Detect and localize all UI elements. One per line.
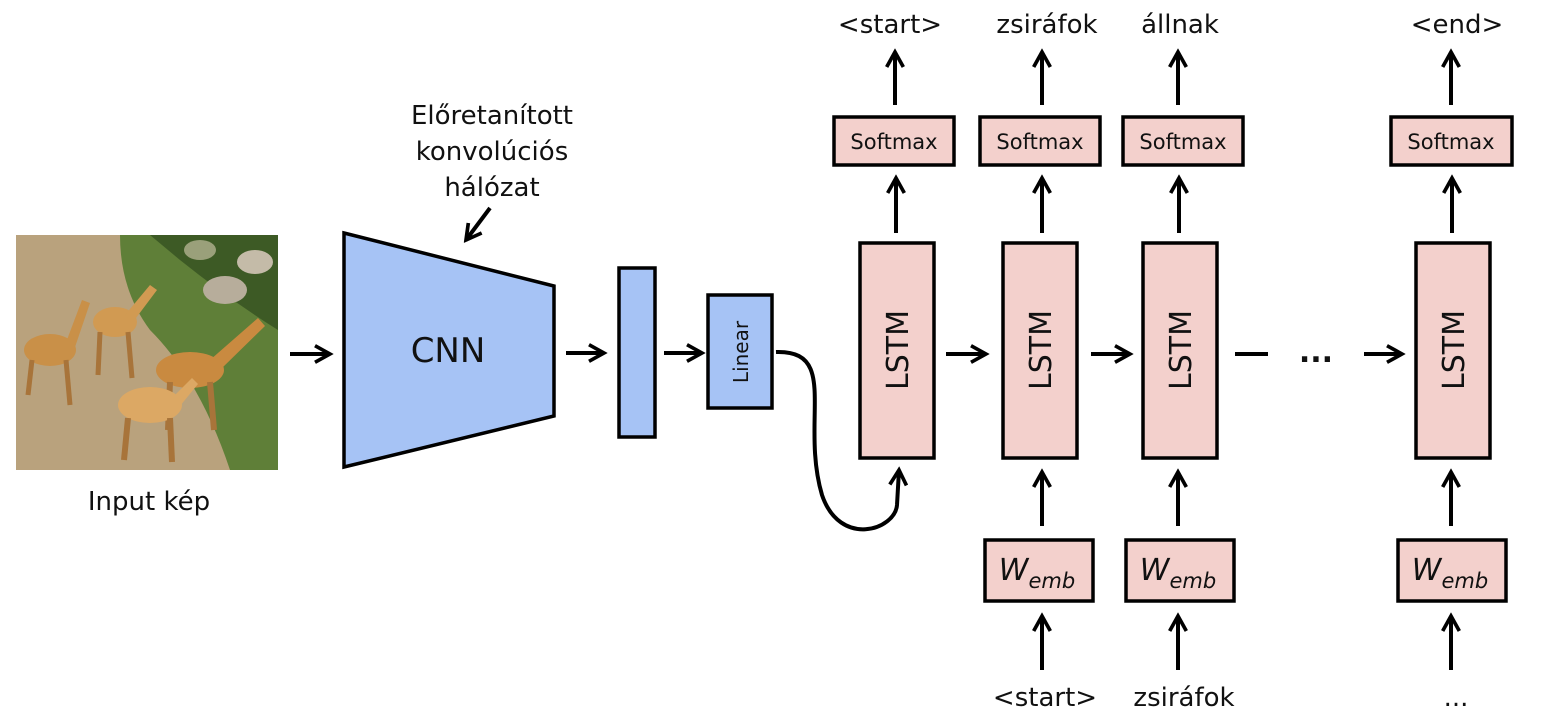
step-column-1: <start> Softmax LSTM — [832, 10, 956, 460]
wemb-block-4 — [1396, 538, 1508, 603]
linear-label: Linear — [729, 320, 753, 383]
input-token-4: ... — [1444, 683, 1469, 713]
input-token-2: <start> — [993, 683, 1097, 713]
wemb-block-2 — [983, 538, 1095, 603]
lstm-block-4 — [1414, 241, 1492, 460]
softmax-block-1 — [832, 115, 956, 167]
cnn-label: CNN — [411, 331, 486, 371]
pretrained-label-line1: Előretanított — [411, 101, 573, 131]
lstm-label-3: LSTM — [1164, 310, 1199, 390]
softmax-label-1: Softmax — [850, 130, 937, 154]
softmax-block-2 — [978, 115, 1102, 167]
wemb-label-3: Wemb — [1140, 553, 1216, 593]
linear-block: Linear — [706, 293, 774, 410]
lstm-block-3 — [1141, 241, 1219, 460]
softmax-label-2: Softmax — [996, 130, 1083, 154]
arrow-linear-to-lstm1 — [775, 349, 899, 532]
step-column-4: <end> Softmax LSTM Wemb ... — [1389, 10, 1514, 713]
output-token-2: zsiráfok — [996, 10, 1097, 40]
softmax-block-3 — [1121, 115, 1245, 167]
output-token-3: állnak — [1141, 10, 1219, 40]
lstm-block-2 — [1001, 241, 1079, 460]
input-image — [16, 235, 278, 470]
softmax-label-4: Softmax — [1407, 130, 1494, 154]
output-token-1: <start> — [838, 10, 942, 40]
softmax-block-4 — [1389, 115, 1514, 167]
cnn-block: CNN — [342, 230, 556, 470]
softmax-label-3: Softmax — [1139, 130, 1226, 154]
step-column-2: zsiráfok Softmax LSTM Wemb <start> — [978, 10, 1102, 713]
lstm-label-4: LSTM — [1437, 310, 1472, 390]
feature-vector — [617, 266, 657, 439]
output-token-4: <end> — [1411, 10, 1504, 40]
wemb-label-2: Wemb — [999, 553, 1075, 593]
pretrained-label-line3: hálózat — [444, 173, 539, 203]
step-column-3: állnak Softmax LSTM Wemb zsiráfok — [1121, 10, 1245, 713]
lstm-block-1 — [858, 241, 936, 460]
lstm-label-1: LSTM — [881, 310, 916, 390]
input-token-3: zsiráfok — [1133, 683, 1234, 713]
pretrained-annotation: Előretanított konvolúciós hálózat — [411, 101, 573, 240]
pretrained-pointer-arrow — [466, 206, 492, 240]
input-image-label: Input kép — [88, 487, 210, 517]
pretrained-label-line2: konvolúciós — [416, 137, 568, 167]
continuation-ellipsis: ... — [1299, 335, 1333, 370]
wemb-label-4: Wemb — [1412, 553, 1488, 593]
lstm-label-2: LSTM — [1024, 310, 1059, 390]
wemb-block-3 — [1124, 538, 1236, 603]
